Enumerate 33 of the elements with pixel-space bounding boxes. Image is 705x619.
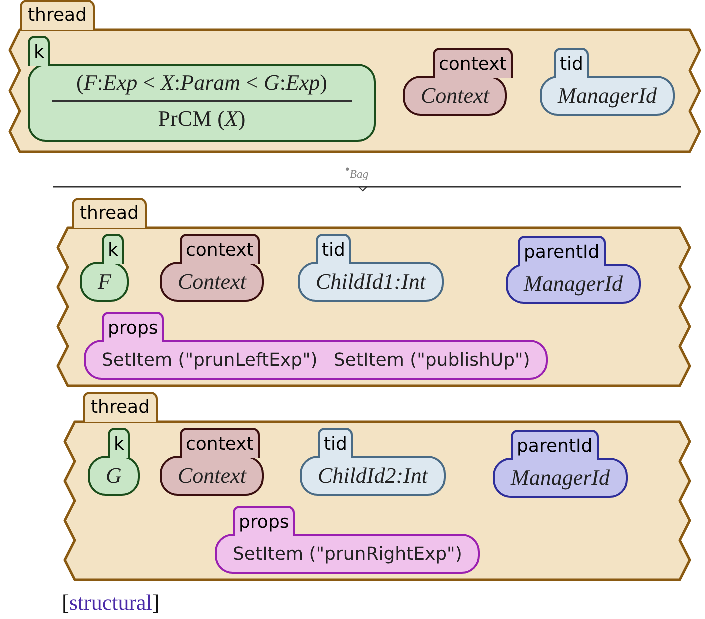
cell-term: Context [421, 83, 490, 109]
cell-label: parentId [511, 430, 599, 460]
cell-label: k [102, 234, 124, 264]
cell-label: tid [316, 234, 352, 264]
cell-label: thread [83, 392, 158, 422]
cell-label: tid [554, 48, 590, 78]
cell-term: G [106, 463, 122, 489]
cell-term: SetItem ("publishUp") [334, 350, 530, 370]
cell-term: ChildId2:Int [318, 463, 428, 489]
cell-label: parentId [518, 236, 606, 266]
cell-term: Context [178, 269, 246, 295]
cell-label: props [102, 312, 164, 342]
rule-attribute: [structural] [62, 590, 160, 616]
bag-label: •$_{Bag}$ [345, 163, 369, 181]
cell-term: SetItem ("prunLeftExp") [102, 350, 318, 370]
cell-term: F [98, 269, 112, 295]
cell-term: ManagerId [511, 465, 610, 491]
cell-term: SetItem ("prunRightExp") [233, 544, 462, 564]
rewrite-bottom: PrCM (X) [157, 104, 247, 133]
cell-label: context [433, 48, 513, 78]
cell-term: ManagerId [524, 271, 623, 297]
cell-label: k [28, 36, 50, 66]
cell-label: k [108, 428, 130, 458]
cell-label: thread [20, 0, 96, 30]
cell-term: ChildId1:Int [316, 269, 426, 295]
cell-label: thread [72, 198, 148, 228]
cell-term: Context [178, 463, 246, 489]
cell-label: props [233, 506, 296, 536]
cell-label: tid [318, 428, 354, 458]
cell-label: context [180, 428, 260, 458]
rewrite-top: (F:Exp < X:Param < G:Exp) [76, 69, 328, 97]
cell-label: context [180, 234, 260, 264]
cell-term: ManagerId [558, 83, 657, 109]
